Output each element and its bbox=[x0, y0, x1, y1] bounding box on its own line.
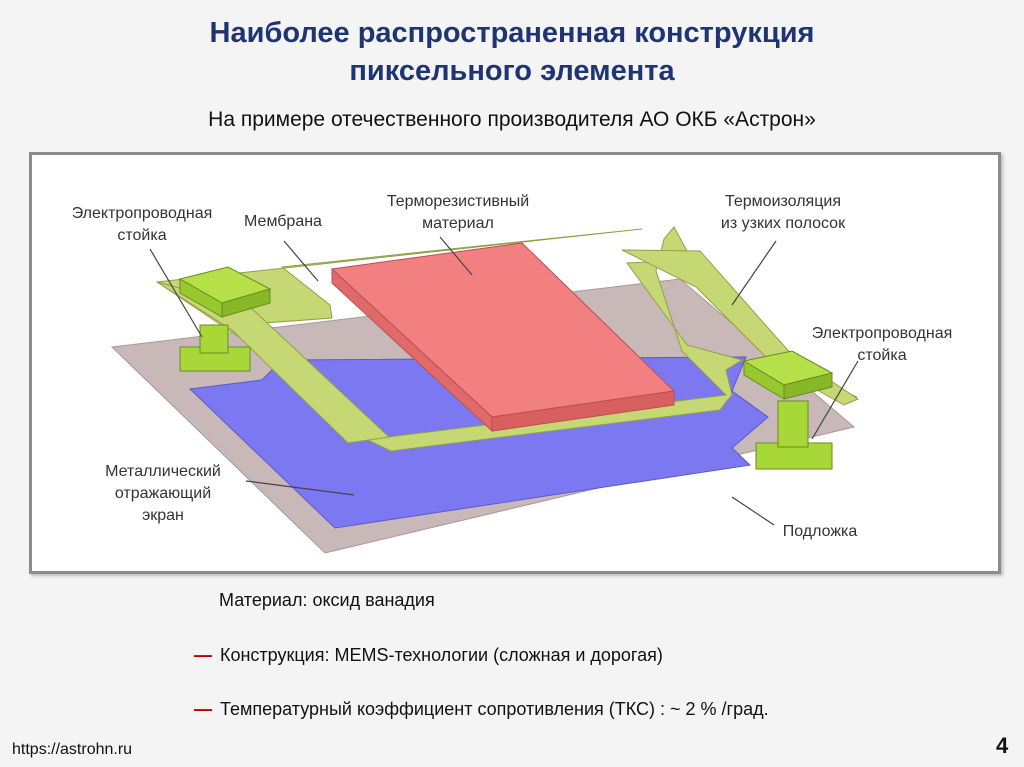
label-membrane-text: Мембрана bbox=[244, 213, 322, 230]
label-thermoresistor: Терморезистивный материал bbox=[358, 191, 558, 235]
label-metal-screen-line3: экран bbox=[142, 507, 184, 524]
bullet-dash: — bbox=[194, 645, 212, 665]
label-post-right-line2: стойка bbox=[857, 347, 907, 364]
page-number: 4 bbox=[996, 733, 1009, 758]
label-thermo-isolation: Термоизоляция из узких полосок bbox=[698, 191, 868, 235]
title-line-2: пиксельного элемента bbox=[349, 55, 675, 87]
label-metal-screen: Металлический отражающий экран bbox=[88, 461, 238, 527]
label-post-left: Электропроводная стойка bbox=[52, 203, 232, 247]
label-thermo-isolation-line2: из узких полосок bbox=[720, 215, 846, 232]
label-substrate-text: Подложка bbox=[782, 523, 858, 540]
label-post-left-line1: Электропроводная bbox=[71, 205, 213, 222]
diagram-drawing bbox=[110, 226, 860, 554]
label-thermoresistor-line2: материал bbox=[422, 215, 494, 232]
left-post-cap-side bbox=[221, 288, 271, 318]
slide-subtitle: На примере отечественного производителя … bbox=[208, 108, 816, 131]
bullet-construction: — Конструкция: MEMS-технологии (сложная и… bbox=[194, 645, 663, 666]
label-metal-screen-line1: Металлический bbox=[105, 463, 221, 480]
bullet-material: Материал: оксид ванадия bbox=[219, 590, 435, 611]
bullet-dash: — bbox=[194, 699, 212, 719]
leader-lines bbox=[149, 236, 859, 526]
label-thermo-isolation-line1: Термоизоляция bbox=[725, 193, 841, 210]
pixel-structure-diagram: Электропроводная стойка Мембрана Терморе… bbox=[29, 152, 1001, 574]
bullet-tcr: — Температурный коэффициент сопротивления… bbox=[194, 699, 769, 720]
bullet-construction-text: Конструкция: MEMS-технологии (сложная и … bbox=[220, 645, 663, 665]
label-post-right: Электропроводная стойка bbox=[792, 323, 972, 367]
label-membrane: Мембрана bbox=[238, 211, 328, 233]
label-metal-screen-line2: отражающий bbox=[114, 485, 212, 502]
label-post-left-line2: стойка bbox=[117, 227, 167, 244]
label-substrate: Подложка bbox=[770, 521, 870, 543]
title-line-1: Наиболее распространенная конструкция bbox=[209, 17, 815, 49]
source-url: https://astrohn.ru bbox=[12, 741, 133, 758]
slide-title: Наиболее распространенная конструкция пи… bbox=[0, 14, 1024, 90]
label-post-right-line1: Электропроводная bbox=[811, 325, 953, 342]
left-post-column bbox=[199, 324, 229, 354]
right-post-column bbox=[777, 400, 809, 448]
label-thermoresistor-line1: Терморезистивный bbox=[386, 193, 530, 210]
bullet-material-text: Материал: оксид ванадия bbox=[219, 590, 435, 610]
right-post-cap-side bbox=[783, 372, 833, 400]
bullet-tcr-text: Температурный коэффициент сопротивления … bbox=[220, 699, 769, 719]
thermoresistor-front bbox=[491, 390, 675, 432]
